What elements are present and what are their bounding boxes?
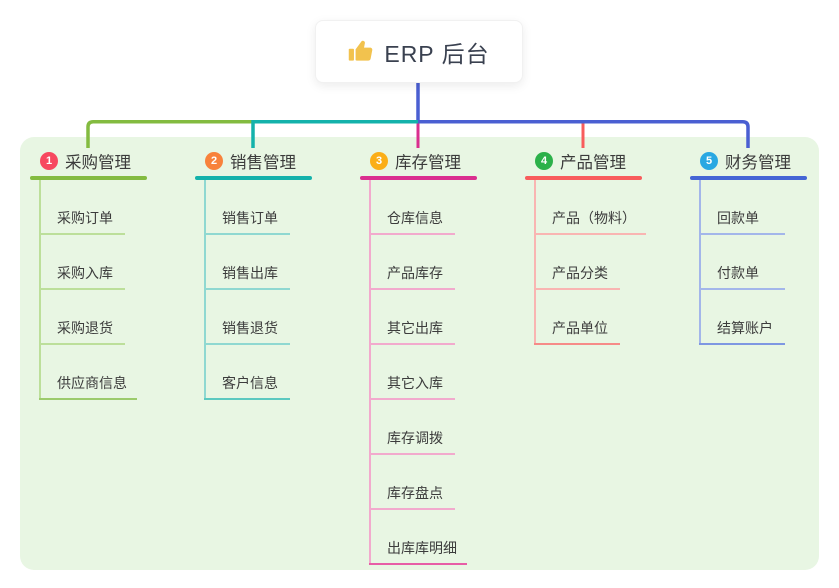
branch-number-badge: 1 <box>40 152 58 170</box>
branch-items: 产品（物料） 产品分类产品单位 <box>525 179 685 345</box>
item-label: 付款单 <box>699 263 785 290</box>
root-node-label: ERP 后台 <box>384 40 490 67</box>
mindmap-node-item[interactable]: 出库库明细 <box>360 510 520 565</box>
item-label: 库存盘点 <box>369 483 455 510</box>
branch-items-connector <box>204 179 206 400</box>
mindmap-node-item[interactable]: 销售订单 <box>195 180 355 235</box>
mindmap-node-item[interactable]: 其它出库 <box>360 290 520 345</box>
branch-title-label: 产品管理 <box>560 154 626 172</box>
branches-panel <box>20 137 819 570</box>
item-label: 产品单位 <box>534 318 620 345</box>
branch-column-1: 1 采购管理 采购订单采购入库采购退货供应商信息 <box>30 148 190 400</box>
item-label: 销售出库 <box>204 263 290 290</box>
mindmap-node-item[interactable]: 回款单 <box>690 180 839 235</box>
mindmap-node-item[interactable]: 产品（物料） <box>525 180 685 235</box>
branch-title-3[interactable]: 3 库存管理 <box>360 148 520 174</box>
item-label: 结算账户 <box>699 318 785 345</box>
branch-title-2[interactable]: 2 销售管理 <box>195 148 355 174</box>
mindmap-node-item[interactable]: 仓库信息 <box>360 180 520 235</box>
mindmap-node-item[interactable]: 销售出库 <box>195 235 355 290</box>
item-label: 产品库存 <box>369 263 455 290</box>
branch-underline <box>30 176 147 180</box>
branch-items-connector <box>699 179 701 345</box>
branch-column-3: 3 库存管理 仓库信息产品库存其它出库其它入库库存调拨库存盘点出库库明细 <box>360 148 520 565</box>
mindmap-node-item[interactable]: 其它入库 <box>360 345 520 400</box>
branch-items: 采购订单采购入库采购退货供应商信息 <box>30 179 190 400</box>
branch-number-badge: 5 <box>700 152 718 170</box>
mindmap-node-item[interactable]: 供应商信息 <box>30 345 190 400</box>
branch-items: 仓库信息产品库存其它出库其它入库库存调拨库存盘点出库库明细 <box>360 179 520 565</box>
mindmap-node-item[interactable]: 付款单 <box>690 235 839 290</box>
mindmap-node-item[interactable]: 库存调拨 <box>360 400 520 455</box>
branch-items: 销售订单销售出库销售退货客户信息 <box>195 179 355 400</box>
branch-column-5: 5 财务管理 回款单付款单结算账户 <box>690 148 839 345</box>
branch-number-badge: 2 <box>205 152 223 170</box>
branch-title-1[interactable]: 1 采购管理 <box>30 148 190 174</box>
branch-number-badge: 4 <box>535 152 553 170</box>
mindmap-node-item[interactable]: 采购订单 <box>30 180 190 235</box>
mindmap-node-item[interactable]: 客户信息 <box>195 345 355 400</box>
item-label: 仓库信息 <box>369 208 455 235</box>
branch-underline <box>195 176 312 180</box>
branch-items-connector <box>39 179 41 400</box>
item-label: 客户信息 <box>204 373 290 400</box>
item-label: 采购入库 <box>39 263 125 290</box>
branch-items: 回款单付款单结算账户 <box>690 179 839 345</box>
branch-title-4[interactable]: 4 产品管理 <box>525 148 685 174</box>
thumbs-up-icon <box>348 39 374 65</box>
branch-underline <box>360 176 477 180</box>
branch-items-connector <box>369 179 371 565</box>
branch-title-label: 销售管理 <box>230 154 296 172</box>
branch-number-badge: 3 <box>370 152 388 170</box>
mindmap-node-item[interactable]: 采购退货 <box>30 290 190 345</box>
mindmap-node-item[interactable]: 销售退货 <box>195 290 355 345</box>
branch-column-4: 4 产品管理 产品（物料） 产品分类产品单位 <box>525 148 685 345</box>
item-label: 销售订单 <box>204 208 290 235</box>
item-label: 回款单 <box>699 208 785 235</box>
item-label: 供应商信息 <box>39 373 137 400</box>
mindmap-node-item[interactable]: 产品库存 <box>360 235 520 290</box>
branch-column-2: 2 销售管理 销售订单销售出库销售退货客户信息 <box>195 148 355 400</box>
branch-title-5[interactable]: 5 财务管理 <box>690 148 839 174</box>
item-label: 库存调拨 <box>369 428 455 455</box>
branch-underline <box>690 176 807 180</box>
item-label: 产品（物料） <box>534 208 646 235</box>
item-label: 其它入库 <box>369 373 455 400</box>
item-label: 采购订单 <box>39 208 125 235</box>
branch-title-label: 库存管理 <box>395 154 461 172</box>
mindmap-node-item[interactable]: 产品分类 <box>525 235 685 290</box>
mindmap-node-item[interactable]: 采购入库 <box>30 235 190 290</box>
mindmap-node-item[interactable]: 结算账户 <box>690 290 839 345</box>
item-label: 产品分类 <box>534 263 620 290</box>
branch-underline <box>525 176 642 180</box>
root-node[interactable]: ERP 后台 <box>315 20 523 83</box>
mindmap-node-item[interactable]: 库存盘点 <box>360 455 520 510</box>
branch-items-connector <box>534 179 536 345</box>
mindmap-node-item[interactable]: 产品单位 <box>525 290 685 345</box>
item-label: 采购退货 <box>39 318 125 345</box>
branch-title-label: 财务管理 <box>725 154 791 172</box>
branch-title-label: 采购管理 <box>65 154 131 172</box>
item-label: 出库库明细 <box>369 538 467 565</box>
item-label: 销售退货 <box>204 318 290 345</box>
item-label: 其它出库 <box>369 318 455 345</box>
